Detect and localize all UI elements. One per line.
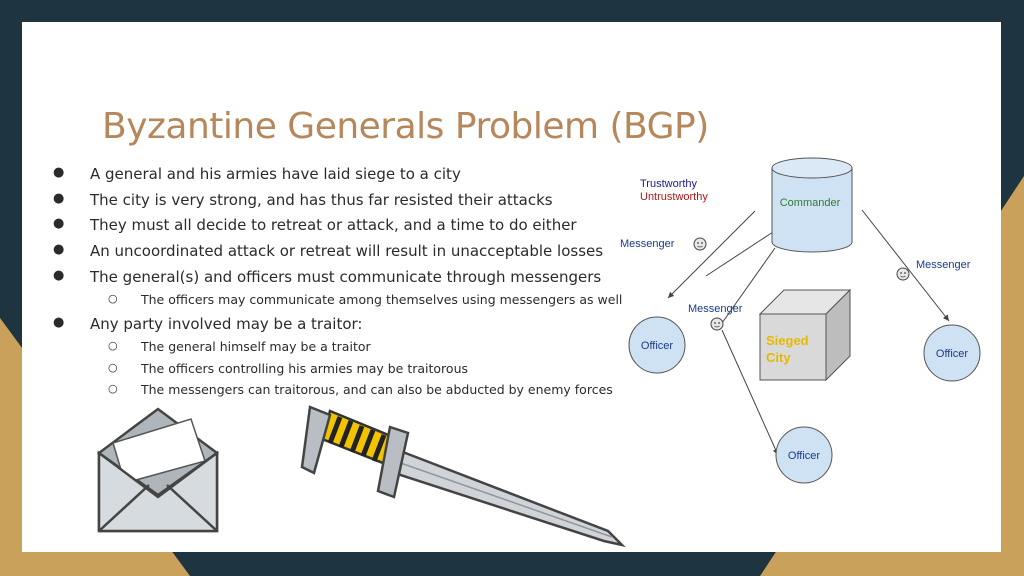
arrow-middle-to-bottom-officer [721, 329, 779, 456]
sieged-city-node: Sieged City [758, 288, 852, 382]
messenger-middle: Messenger [688, 303, 743, 331]
bullet-item: ● Any party involved may be a traitor: [53, 315, 363, 333]
bullet-list: ● A general and his armies have laid sie… [22, 22, 1001, 552]
bullet-dot: ● [53, 191, 65, 206]
bullet-item: ● The general(s) and officers must commu… [53, 268, 602, 286]
sub-bullet-item: ○ The officers controlling his armies ma… [108, 361, 469, 376]
slide-title: Byzantine Generals Problem (BGP) [102, 106, 709, 147]
commander-label: Commander [780, 197, 841, 209]
arrow-commander-to-left-officer [667, 210, 756, 299]
arrow-commander-to-bottom-officer [705, 231, 774, 277]
bullet-item: ● An uncoordinated attack or retreat wil… [53, 242, 604, 260]
smiley-icon [896, 267, 910, 281]
bullet-dot: ● [53, 268, 65, 283]
bullet-item: ● The city is very strong, and has thus … [53, 191, 553, 209]
messenger-label: Messenger [916, 259, 971, 271]
bullet-dot: ● [53, 242, 65, 257]
bullet-item: ● A general and his armies have laid sie… [53, 165, 461, 183]
bullet-item: ● They must all decide to retreat or att… [53, 216, 577, 234]
sieged-city-label-line1: Sieged [766, 333, 809, 348]
officer-label: Officer [788, 450, 821, 462]
messenger-right: Messenger [896, 259, 971, 281]
bullet-circle: ○ [108, 382, 118, 395]
smiley-icon [693, 237, 707, 251]
bullet-circle: ○ [108, 361, 118, 374]
messenger-label: Messenger [688, 303, 743, 315]
arrow-commander-to-right-officer [861, 209, 950, 322]
bullet-circle: ○ [108, 339, 118, 352]
messenger-label: Messenger [620, 238, 675, 250]
bullet-dot: ● [53, 165, 65, 180]
officer-label: Officer [641, 340, 674, 352]
smiley-icon [710, 317, 724, 331]
sub-bullet-item: ○ The officers may communicate among the… [108, 292, 623, 307]
bullet-circle: ○ [108, 292, 118, 305]
sub-bullet-item: ○ The messengers can traitorous, and can… [108, 382, 613, 397]
commander-node: Commander [771, 157, 853, 253]
sieged-city-label-line2: City [766, 350, 791, 365]
legend-untrustworthy: Untrustworthy [640, 191, 708, 203]
legend-trustworthy: Trustworthy [640, 178, 698, 190]
bullet-dot: ● [53, 315, 65, 330]
envelope-icon [96, 407, 220, 533]
sword-icon [300, 405, 626, 548]
officer-node-left: Officer [628, 316, 686, 374]
messenger-left: Messenger [620, 237, 707, 251]
officer-label: Officer [936, 348, 969, 360]
bullet-dot: ● [53, 216, 65, 231]
arrow-commander-to-middle [721, 247, 776, 324]
officer-node-right: Officer [923, 324, 981, 382]
sub-bullet-item: ○ The general himself may be a traitor [108, 339, 371, 354]
slide: Byzantine Generals Problem (BGP) ● A gen… [22, 22, 1001, 552]
officer-node-bottom: Officer [775, 426, 833, 484]
